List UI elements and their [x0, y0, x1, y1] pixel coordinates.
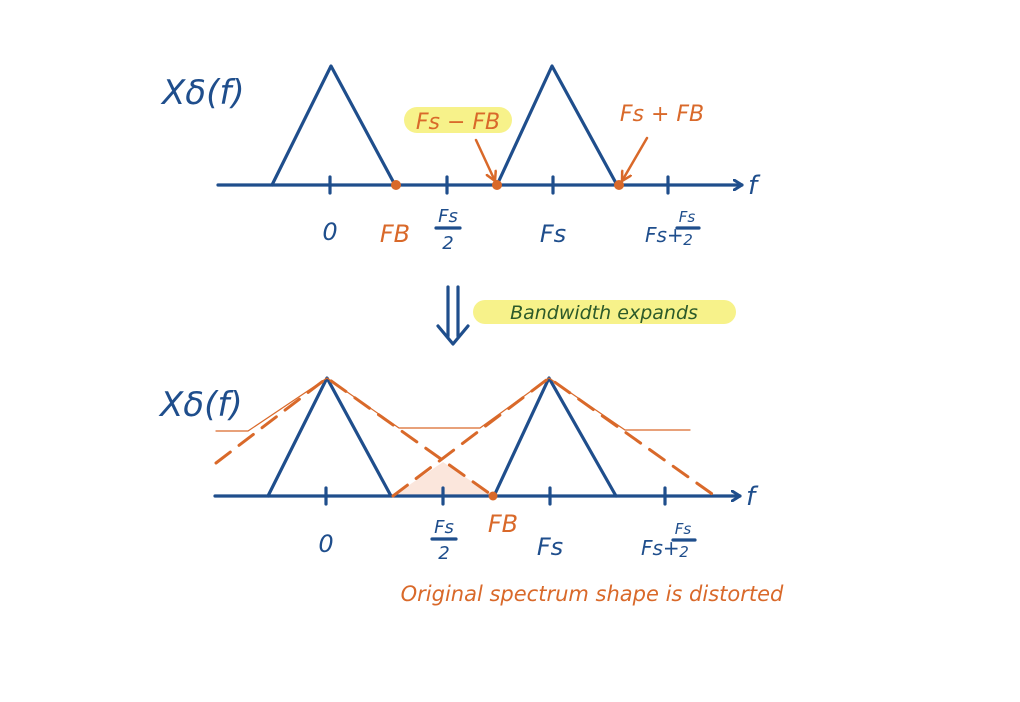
expanded-image-dashed — [391, 376, 717, 498]
fs-plus-fb-label: Fs + FB — [620, 102, 704, 127]
double-down-arrow-icon — [436, 285, 470, 346]
top-ylabel: Xδ(f) — [160, 73, 245, 113]
bottom-xlabel: f — [746, 482, 759, 512]
top-baseband-triangle — [270, 64, 397, 187]
bottom-tick-fb: FB — [488, 510, 518, 538]
top-tick-half-num: Fs — [438, 206, 458, 227]
bottom-baseband-triangle — [266, 376, 393, 498]
bottom-ticks — [324, 486, 667, 506]
thin-guide-lines — [215, 377, 691, 432]
bottom-tick-fs: Fs — [537, 533, 563, 561]
bottom-tick-0: 0 — [318, 530, 333, 558]
bottom-spectrum: Xδ(f) f 0 Fs 2 FB Fs Fs+ Fs 2 Original s… — [158, 376, 784, 606]
top-tick-fs-plus-num: Fs — [679, 208, 696, 226]
fs-minus-fb-label: Fs − FB — [416, 110, 500, 135]
top-spectrum: Xδ(f) f 0 FB Fs 2 Fs Fs+ Fs 2 Fs − FB Fs… — [160, 64, 761, 254]
bottom-image-triangle — [492, 376, 618, 498]
transition: Bandwidth expands — [436, 285, 736, 346]
top-ticks — [328, 175, 670, 195]
top-tick-0: 0 — [322, 218, 337, 246]
bottom-tick-fs-plus-den: 2 — [679, 543, 689, 561]
top-tick-fs: Fs — [540, 220, 566, 248]
highlight — [473, 300, 736, 324]
top-xlabel: f — [748, 171, 761, 201]
fb-dot — [488, 491, 498, 501]
bottom-tick-fs-plus-num: Fs — [675, 520, 692, 538]
fb-dot — [391, 180, 401, 190]
bottom-tick-half-den: 2 — [438, 543, 449, 564]
top-tick-fs-plus-den: 2 — [683, 231, 693, 249]
top-image-triangle — [495, 64, 619, 187]
top-tick-fb: FB — [380, 220, 410, 248]
distortion-caption: Original spectrum shape is distorted — [401, 582, 784, 606]
bandwidth-expands-label: Bandwidth expands — [510, 302, 698, 324]
bottom-ylabel: Xδ(f) — [158, 385, 243, 425]
top-tick-half-den: 2 — [442, 233, 453, 254]
bottom-tick-half-num: Fs — [434, 517, 454, 538]
expanded-baseband-dashed — [214, 376, 495, 498]
overlap-region — [393, 462, 493, 496]
highlight — [404, 107, 512, 133]
fs-minus-fb-arrow — [474, 138, 495, 181]
fs-minus-fb-dot — [492, 180, 502, 190]
fs-plus-fb-arrow — [622, 136, 649, 181]
